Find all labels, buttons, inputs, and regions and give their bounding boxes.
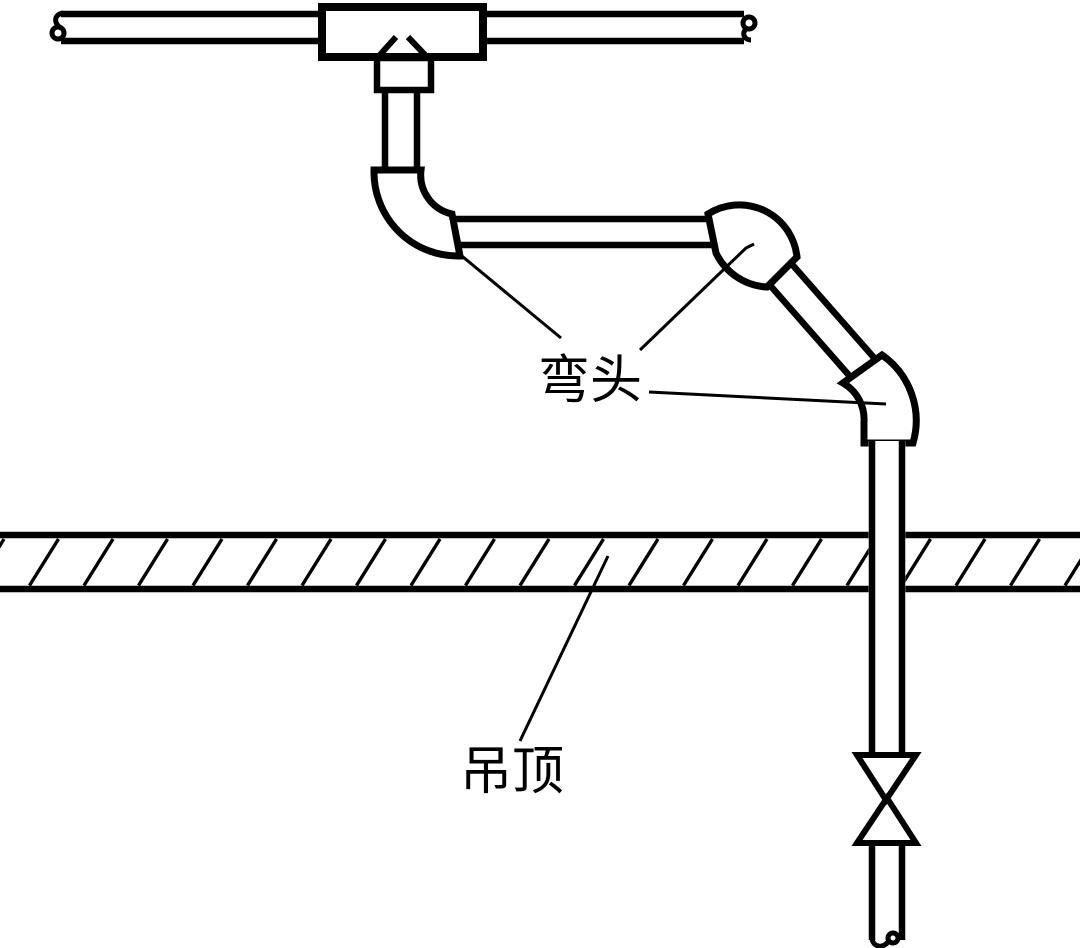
ceiling-hatch-stroke [518, 538, 551, 587]
tee-branch-collar [373, 54, 435, 94]
ceiling-hatch-stroke [682, 538, 714, 587]
elbow-90-fitting [370, 166, 465, 260]
tee-fitting [318, 3, 487, 94]
ceiling-hatch-stroke [791, 538, 823, 587]
leader-to-elbow-90 [456, 250, 562, 340]
ceiling-hatch-stroke [1063, 558, 1080, 587]
ceiling-hatch-stroke [137, 538, 169, 587]
leader-to-elbow-45-lower [648, 390, 887, 406]
elbow-45-lower-fitting [836, 350, 920, 447]
pipe-break-bottom-icon [869, 930, 901, 948]
pipes [49, 10, 879, 384]
suspended-ceiling [0, 531, 1080, 593]
riser-pipe-upper [868, 441, 906, 755]
ceiling-hatch-stroke [573, 538, 605, 587]
ceiling-hatch-lines [0, 538, 1080, 587]
leader-lines [456, 242, 887, 742]
leader-to-elbow-45-upper [638, 242, 755, 352]
valve-icon [851, 752, 922, 846]
ceiling-hatch-stroke [900, 538, 932, 587]
tee-body [318, 3, 487, 61]
pipe-break-right-icon [740, 14, 758, 43]
ceiling-hatch-stroke [355, 538, 387, 587]
ceiling-hatch-stroke [409, 538, 442, 587]
ceiling-hatch-stroke [300, 538, 333, 587]
tee-branch-chevron-icon [375, 34, 430, 60]
elbow-label: 弯头 [538, 352, 642, 410]
pipe-break-left-icon [49, 10, 67, 42]
ceiling-hatch-stroke [1009, 538, 1041, 587]
ceiling-label: 吊顶 [460, 744, 564, 801]
ceiling-hatch-stroke [954, 538, 987, 587]
riser-pipe-lower [868, 843, 906, 948]
ceiling-hatch-stroke [28, 538, 60, 587]
ceiling-hatch-stroke [82, 538, 115, 587]
ceiling-hatch-stroke [627, 538, 660, 587]
ceiling-hatch-stroke [246, 538, 278, 587]
ceiling-hatch-stroke [464, 538, 496, 587]
ceiling-hatch-stroke [736, 538, 769, 587]
ceiling-hatch-stroke [191, 538, 224, 587]
ceiling-hatch-stroke [0, 538, 6, 549]
leader-to-ceiling [518, 555, 610, 742]
diagonal-pipe-upper-edge [787, 259, 879, 363]
diagonal-pipe-lower-edge [765, 280, 857, 384]
